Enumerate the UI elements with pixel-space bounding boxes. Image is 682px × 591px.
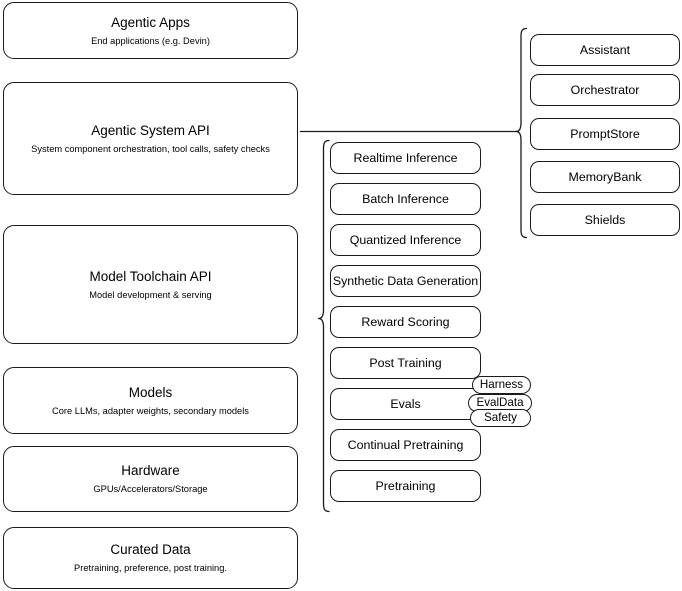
toolchain-item-pretraining[interactable]: Pretraining <box>330 470 481 502</box>
toolchain-item-post-training[interactable]: Post Training <box>330 347 481 379</box>
system-components-brace <box>515 27 528 239</box>
layer-subtitle: End applications (e.g. Devin) <box>91 35 210 46</box>
layer-subtitle: System component orchestration, tool cal… <box>31 143 270 154</box>
toolchain-item-continual-pretraining[interactable]: Continual Pretraining <box>330 429 481 461</box>
layer-title: Hardware <box>121 463 180 478</box>
toolchain-item-quantized-inference[interactable]: Quantized Inference <box>330 224 481 256</box>
layer-title: Agentic System API <box>91 122 210 138</box>
toolchain-components-brace <box>317 139 330 513</box>
layer-title: Models <box>128 384 173 400</box>
system-item-orchestrator[interactable]: Orchestrator <box>530 74 680 106</box>
layer-subtitle: Core LLMs, adapter weights, secondary mo… <box>52 405 249 416</box>
system-item-promptstore[interactable]: PromptStore <box>530 118 680 150</box>
layer-model-toolchain-api[interactable]: Model Toolchain API Model development & … <box>3 225 298 344</box>
layer-subtitle: Pretraining, preference, post training. <box>74 563 227 573</box>
layer-hardware[interactable]: Hardware GPUs/Accelerators/Storage <box>3 446 298 512</box>
layer-agentic-apps[interactable]: Agentic Apps End applications (e.g. Devi… <box>3 2 298 59</box>
toolchain-item-reward-scoring[interactable]: Reward Scoring <box>330 306 481 338</box>
layer-subtitle: GPUs/Accelerators/Storage <box>93 484 208 494</box>
layer-curated-data[interactable]: Curated Data Pretraining, preference, po… <box>3 527 298 589</box>
layer-title: Model Toolchain API <box>89 268 212 284</box>
system-item-assistant[interactable]: Assistant <box>530 34 680 66</box>
layer-models[interactable]: Models Core LLMs, adapter weights, secon… <box>3 367 298 434</box>
system-item-memorybank[interactable]: MemoryBank <box>530 161 680 193</box>
evals-badge-safety[interactable]: Safety <box>470 409 531 427</box>
system-item-shields[interactable]: Shields <box>530 204 680 236</box>
layer-subtitle: Model development & serving <box>89 289 212 300</box>
toolchain-item-evals[interactable]: Evals <box>330 388 481 420</box>
toolchain-item-synthetic-data-generation[interactable]: Synthetic Data Generation <box>330 265 481 297</box>
toolchain-item-batch-inference[interactable]: Batch Inference <box>330 183 481 215</box>
toolchain-item-realtime-inference[interactable]: Realtime Inference <box>330 142 481 174</box>
layer-title: Curated Data <box>110 542 191 557</box>
layer-title: Agentic Apps <box>111 14 190 30</box>
evals-badge-harness[interactable]: Harness <box>472 376 531 394</box>
layer-agentic-system-api[interactable]: Agentic System API System component orch… <box>3 82 298 195</box>
